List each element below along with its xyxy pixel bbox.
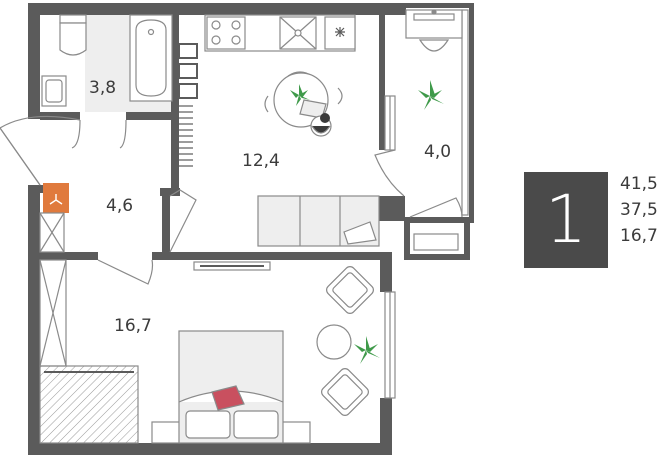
dining-table (264, 71, 343, 137)
plant-icon (418, 80, 444, 110)
walls (28, 3, 474, 455)
area-bathroom: 3,8 (89, 78, 117, 98)
sink-icon (41, 75, 67, 107)
plant-icon (290, 84, 310, 106)
doors (0, 115, 463, 285)
tv-icon (193, 261, 271, 271)
stove-icon (206, 16, 246, 50)
boiler-icon (43, 183, 69, 213)
total-area: 41,5 (620, 174, 658, 194)
windows (384, 9, 469, 399)
bathroom-fixtures (41, 14, 198, 167)
sofa (257, 195, 380, 247)
hallway-wardrobe (39, 212, 65, 253)
area-hallway: 4,6 (106, 196, 134, 216)
bed-icon (151, 330, 311, 444)
plant-icon (354, 336, 380, 364)
area-kitchen-living: 12,4 (242, 151, 280, 171)
living-total-area: 37,5 (620, 200, 658, 220)
rooms-count: 1 (545, 181, 587, 258)
area-summary: 41,5 37,5 16,7 (620, 176, 658, 245)
area-bedroom: 16,7 (114, 316, 152, 336)
kitchen-fixtures (204, 14, 356, 52)
armchair-icon (316, 266, 374, 416)
toilet-icon (59, 14, 87, 56)
living-area: 16,7 (620, 226, 658, 246)
area-loggia: 4,0 (424, 142, 452, 162)
sink-icon (279, 16, 317, 50)
loggia-fixtures (405, 9, 463, 251)
fridge-icon (324, 16, 356, 50)
rooms-count-badge: 1 (524, 172, 608, 268)
bedroom-wardrobe (39, 259, 139, 444)
bathtub-icon (129, 14, 173, 102)
